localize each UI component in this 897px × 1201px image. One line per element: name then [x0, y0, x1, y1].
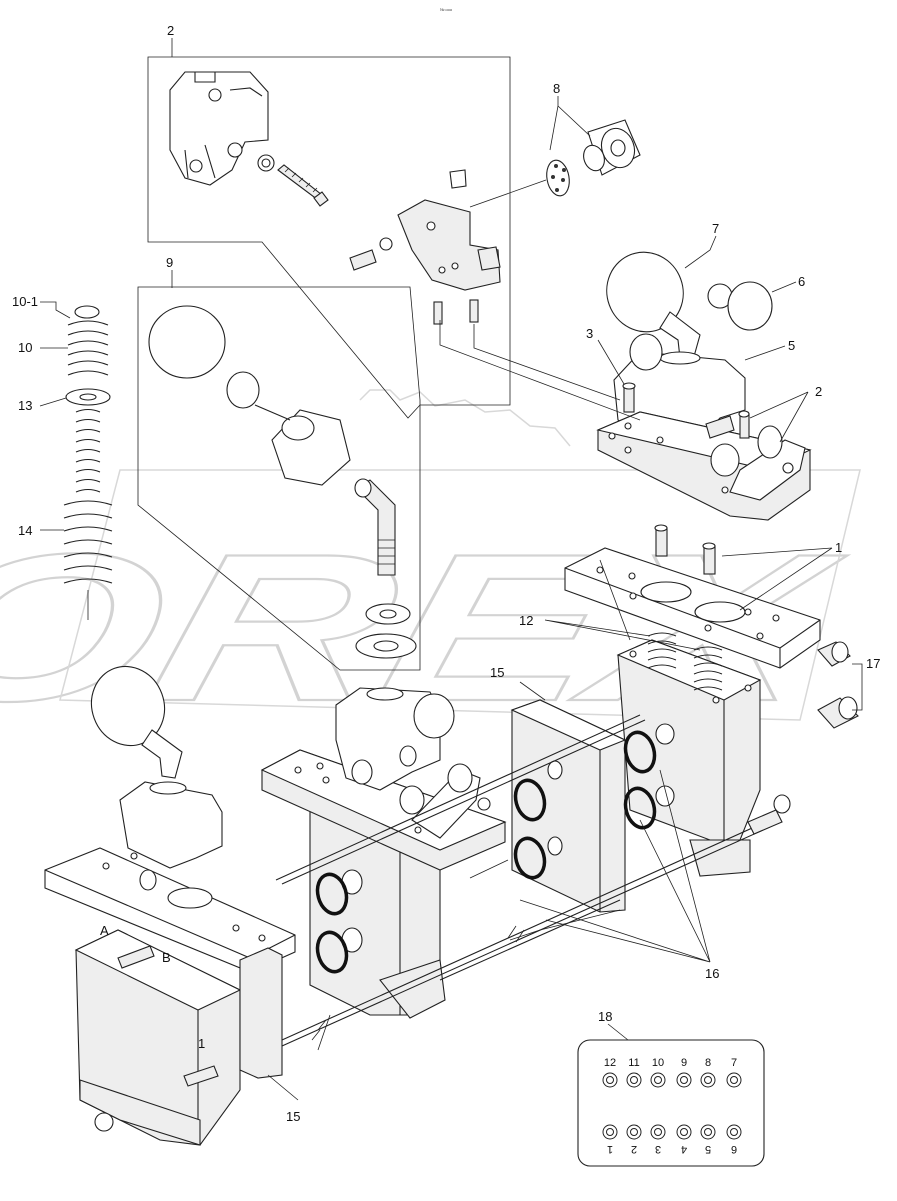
pivot-bracket: [349, 169, 501, 325]
connector-pin-label: 9: [681, 1057, 687, 1069]
callout-18: 18: [598, 1009, 612, 1024]
screws-3-and-2: [622, 382, 750, 439]
letter-a: A: [100, 923, 109, 938]
spacer-plate-15-bottom: [239, 947, 283, 1079]
letter-b: B: [162, 950, 171, 965]
connector-pin-core: [704, 1076, 712, 1084]
connector-pin-core: [730, 1128, 738, 1136]
joystick-knob-7: [606, 251, 701, 361]
connector-pin-core: [704, 1128, 712, 1136]
adapter-plate-1: [564, 524, 821, 669]
lever-housing-middle: [335, 687, 491, 839]
connector-pin-label: 5: [705, 1143, 711, 1155]
callout-3: 3: [586, 326, 593, 341]
connector-pin-core: [654, 1076, 662, 1084]
knob-shell-9: [148, 305, 417, 659]
connector-pin-label: 11: [628, 1057, 639, 1069]
connector-pin-label: 4: [681, 1143, 687, 1155]
connector-pin-label: 7: [731, 1057, 737, 1069]
spring-stack: [63, 305, 113, 620]
callout-9: 9: [166, 255, 173, 270]
knob-cap-8: [546, 119, 641, 197]
springs-12: [647, 632, 723, 691]
callout-7: 7: [712, 221, 719, 236]
connector-pin-core: [606, 1128, 614, 1136]
callout-12: 12: [519, 613, 533, 628]
callout-10: 10: [18, 340, 32, 355]
connector-pin-label: 2: [631, 1143, 637, 1155]
connector-pin-label: 10: [652, 1057, 664, 1069]
connector-pin-core: [730, 1076, 738, 1084]
tie-rods: [275, 714, 791, 1047]
callout-13: 13: [18, 398, 32, 413]
callout-10-1: 10-1: [12, 294, 38, 309]
callout-16: 16: [705, 966, 719, 981]
header-mark: № ооо: [440, 7, 453, 12]
connector-pin-core: [654, 1128, 662, 1136]
connector-pin-label: 1: [607, 1143, 613, 1155]
callout-8: 8: [553, 81, 560, 96]
connector-pin-core: [630, 1076, 638, 1084]
callout-14: 14: [18, 523, 32, 538]
screw-top-small: [257, 154, 329, 207]
callout-1: 1: [835, 540, 842, 555]
connector-pin-core: [630, 1128, 638, 1136]
lever-housing-top: [169, 71, 269, 186]
callout-labels: 2 8 7 6 5 3 2 1 12 17 15 16 15 18 9 10-1…: [12, 23, 880, 1124]
base-plate-top: [596, 411, 812, 521]
callout-2-right: 2: [815, 384, 822, 399]
leader-lines: [39, 38, 863, 1101]
callout-6: 6: [798, 274, 805, 289]
connector-pin-label: 12: [604, 1057, 616, 1069]
connector-pin-label: 8: [705, 1057, 711, 1069]
connector-pin-core: [680, 1128, 688, 1136]
group-outline-2: [147, 56, 511, 419]
callout-17: 17: [866, 656, 880, 671]
bolts-left: [94, 945, 219, 1132]
o-rings-16: [315, 730, 657, 974]
callout-5: 5: [788, 338, 795, 353]
connector-pin-label: 6: [731, 1143, 737, 1155]
callout-15-top: 15: [490, 665, 504, 680]
callout-15-bottom: 15: [286, 1109, 300, 1124]
connector-pin-core: [606, 1076, 614, 1084]
connector-pin-core: [680, 1076, 688, 1084]
valve-block-left: [74, 929, 242, 1146]
button-6: [707, 281, 773, 331]
group-outline-9: [137, 286, 421, 671]
callout-2-top: 2: [167, 23, 174, 38]
valve-block-right: [616, 632, 762, 877]
connector-pin-label: 3: [655, 1143, 661, 1155]
plugs-17: [817, 641, 859, 729]
spacer-plate-15-top: [510, 699, 627, 913]
lever-housing-left: [90, 665, 223, 891]
block-letters: A B 1: [100, 923, 205, 1051]
digit-1: 1: [198, 1036, 205, 1051]
